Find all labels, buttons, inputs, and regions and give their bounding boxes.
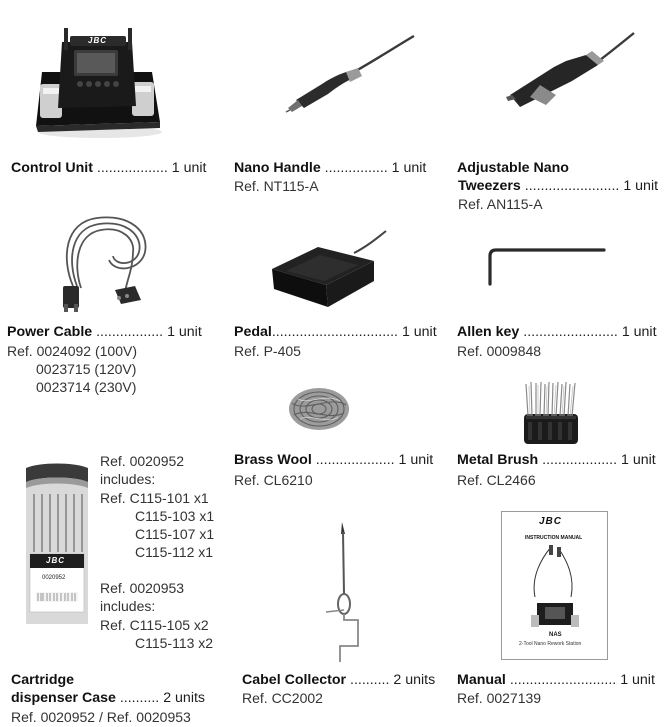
brass-wool-image [286, 383, 352, 433]
item-name: Cartridge [11, 672, 75, 688]
leader-dots: ................................ [271, 324, 402, 340]
item-quantity: 1 unit [391, 160, 427, 176]
leader-dots: .................... [311, 452, 399, 468]
item-name: Control Unit [11, 160, 93, 176]
manual-brand-logo: JBC [539, 516, 563, 527]
item-quantity: 1 unit [623, 178, 659, 194]
manual-ref: Ref. 0027139 [457, 690, 542, 706]
item-name: Allen key [457, 324, 520, 340]
item-quantity: 1 unit [171, 160, 207, 176]
item-quantity: 1 unit [620, 672, 655, 688]
power-cable-ref-3: 0023714 (230V) [36, 379, 137, 395]
manual-model: NAS [549, 632, 562, 638]
leader-dots: .......... [115, 690, 164, 706]
leader-dots: ................ [320, 160, 392, 176]
cartridge-title-line2: dispenser Case .......... 2 units [11, 689, 205, 707]
item-quantity: 1 unit [621, 324, 657, 340]
item-quantity: 1 unit [398, 452, 434, 468]
leader-dots: .................. [92, 160, 172, 176]
case-code-label: 0020952 [42, 575, 66, 581]
allen-key-title: Allen key ........................ 1 uni… [457, 323, 657, 341]
item-name: Metal Brush [457, 452, 539, 468]
leader-dots: ........................ [520, 178, 624, 194]
item-name: Adjustable Nano [457, 160, 569, 176]
power-cable-ref-2: 0023715 (120V) [36, 361, 137, 377]
control-unit-title: Control Unit .................. 1 unit [11, 159, 207, 177]
item-name: Brass Wool [234, 452, 312, 468]
power-cable-image [55, 208, 160, 316]
item-quantity: 1 unit [401, 324, 437, 340]
item-quantity: 1 unit [167, 324, 202, 340]
item-name: Tweezers [458, 178, 521, 194]
tweezers-title-line2: Tweezers ........................ 1 unit [458, 177, 658, 195]
tweezers-image [500, 25, 640, 121]
case-brand-logo: JBC [46, 556, 66, 565]
item-name: Manual [457, 672, 506, 688]
pedal-title: Pedal................................ 1 … [234, 323, 437, 341]
leader-dots: ................... [538, 452, 621, 468]
cable-collector-image [312, 520, 372, 666]
manual-title: Manual ........................... 1 uni… [457, 671, 655, 689]
pedal-image [262, 225, 392, 313]
leader-dots: .......... [346, 672, 394, 688]
item-quantity: 1 unit [620, 452, 656, 468]
metal-brush-image [518, 378, 588, 448]
cartridge-ref: Ref. 0020952 / Ref. 0020953 [11, 709, 191, 725]
manual-image: JBC INSTRUCTION MANUAL NAS 2-Tool Nano R… [501, 511, 608, 660]
item-name: Power Cable [7, 324, 93, 340]
power-cable-title: Power Cable ................. 1 unit [7, 323, 202, 341]
leader-dots: ................. [92, 324, 168, 340]
allen-key-image [488, 244, 608, 288]
cartridge-contents-2: Ref. 0020953 includes: Ref. C115-105 x2 … [100, 580, 214, 651]
cartridge-title-line1: Cartridge [11, 671, 74, 689]
cartridge-contents-1: Ref. 0020952 includes: Ref. C115-101 x1 … [100, 453, 215, 561]
cable-collector-title: Cabel Collector .......... 2 units [242, 671, 435, 689]
manual-subtitle: 2-Tool Nano Rework Station [519, 641, 582, 647]
pedal-ref: Ref. P-405 [234, 343, 301, 359]
metal-brush-title: Metal Brush ................... 1 unit [457, 451, 656, 469]
brand-logo: JBC [88, 36, 108, 45]
tweezers-ref: Ref. AN115-A [458, 196, 543, 212]
manual-heading: INSTRUCTION MANUAL [525, 535, 583, 541]
power-cable-ref-1: Ref. 0024092 (100V) [7, 343, 137, 359]
brass-wool-ref: Ref. CL6210 [234, 472, 313, 488]
control-unit-image: JBC [28, 22, 168, 140]
brass-wool-title: Brass Wool .................... 1 unit [234, 451, 433, 469]
cable-collector-ref: Ref. CC2002 [242, 690, 323, 706]
item-name: dispenser Case [11, 690, 116, 706]
nano-handle-title: Nano Handle ................ 1 unit [234, 159, 426, 177]
tweezers-title-line1: Adjustable Nano [457, 159, 569, 177]
cartridge-case-image: JBC 0020952 [20, 460, 94, 628]
item-name: Nano Handle [234, 160, 321, 176]
leader-dots: ........................ [519, 324, 622, 340]
item-name: Cabel Collector [242, 672, 347, 688]
nano-handle-ref: Ref. NT115-A [234, 178, 319, 194]
item-quantity: 2 units [393, 672, 436, 688]
allen-key-ref: Ref. 0009848 [457, 343, 542, 359]
item-quantity: 2 units [163, 690, 206, 706]
leader-dots: ........................... [505, 672, 621, 688]
metal-brush-ref: Ref. CL2466 [457, 472, 536, 488]
item-name: Pedal [234, 324, 272, 340]
nano-handle-image [282, 30, 422, 120]
